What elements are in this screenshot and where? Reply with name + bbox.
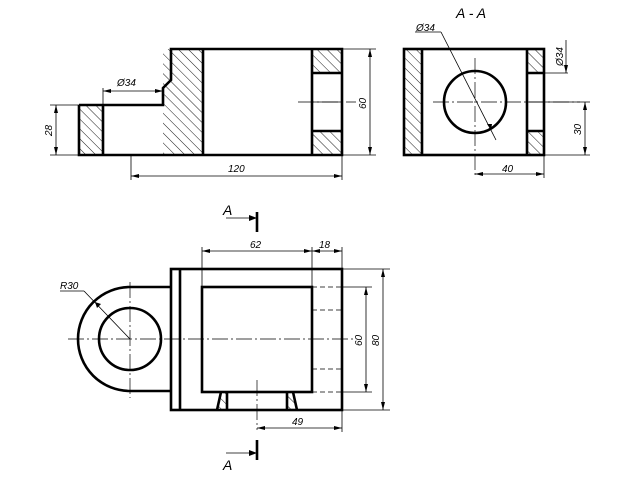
dim-arrow — [304, 249, 312, 253]
dim-arrow — [312, 249, 320, 253]
dim-arrow — [368, 49, 372, 57]
top-hatch-left-foot — [217, 392, 227, 410]
front-hatch-right-top — [312, 49, 342, 73]
top-dim-62: 62 — [250, 240, 262, 251]
front-hatch-middle-wall — [163, 49, 203, 155]
front-dim-height-right: 60 — [358, 97, 369, 109]
top-radius-leader — [83, 290, 131, 340]
dim-arrow — [131, 174, 139, 178]
front-hatch-left-wall — [79, 105, 103, 155]
dim-arrow — [368, 147, 372, 155]
dim-arrow — [583, 147, 587, 155]
dim-arrow — [364, 287, 368, 295]
front-hatch-right-bottom — [312, 131, 342, 155]
top-dim-80: 80 — [371, 334, 382, 346]
section-title: A - A — [455, 5, 486, 21]
section-dim-40: 40 — [502, 164, 514, 175]
section-hatch-right-top — [527, 49, 544, 73]
section-dia-leader — [440, 31, 497, 141]
front-view: Ø34 28 60 120 — [44, 47, 376, 180]
section-arrow-bottom — [249, 450, 257, 456]
front-dim-width: 120 — [228, 164, 245, 175]
section-arrow-top — [249, 215, 257, 221]
top-radius-label: R30 — [60, 281, 79, 292]
top-dim-18: 18 — [319, 240, 331, 251]
top-foot-right — [291, 391, 299, 411]
dim-arrow — [364, 384, 368, 392]
dim-arrow — [487, 124, 492, 130]
top-hatch-right-foot — [287, 392, 297, 410]
top-dim-49: 49 — [292, 417, 304, 428]
dim-arrow — [54, 105, 58, 113]
dim-arrow — [257, 426, 265, 430]
front-dia-hole-label: Ø34 — [116, 78, 136, 89]
dim-arrow — [536, 172, 544, 176]
section-dia-right-label: Ø34 — [555, 47, 566, 67]
section-label-top: A — [222, 202, 232, 218]
section-hatch-left-wall — [404, 49, 422, 155]
dim-arrow — [202, 249, 210, 253]
top-view: A A R30 — [60, 202, 390, 473]
front-dim-height-left: 28 — [44, 124, 55, 137]
dim-arrow — [564, 65, 568, 73]
dim-arrow — [583, 102, 587, 110]
dim-arrow — [103, 89, 111, 93]
dim-arrow — [334, 174, 342, 178]
section-outline — [402, 47, 546, 157]
dim-arrow — [155, 89, 163, 93]
dim-arrow — [54, 147, 58, 155]
section-label-bottom: A — [222, 457, 232, 473]
dim-arrow — [381, 402, 385, 410]
top-outline — [169, 267, 344, 412]
section-dim-30: 30 — [573, 123, 584, 135]
dim-arrow — [334, 426, 342, 430]
top-inner-pocket — [200, 285, 314, 394]
section-view: A - A Ø34 Ø34 30 40 — [402, 5, 590, 178]
top-foot-left — [215, 391, 223, 411]
top-dim-60: 60 — [354, 334, 365, 346]
section-hatch-right-bottom — [527, 131, 544, 155]
dim-arrow — [381, 269, 385, 277]
dim-arrow — [95, 302, 101, 308]
dim-arrow — [475, 172, 483, 176]
section-dia-hole-label: Ø34 — [415, 23, 435, 34]
dim-arrow — [334, 249, 342, 253]
